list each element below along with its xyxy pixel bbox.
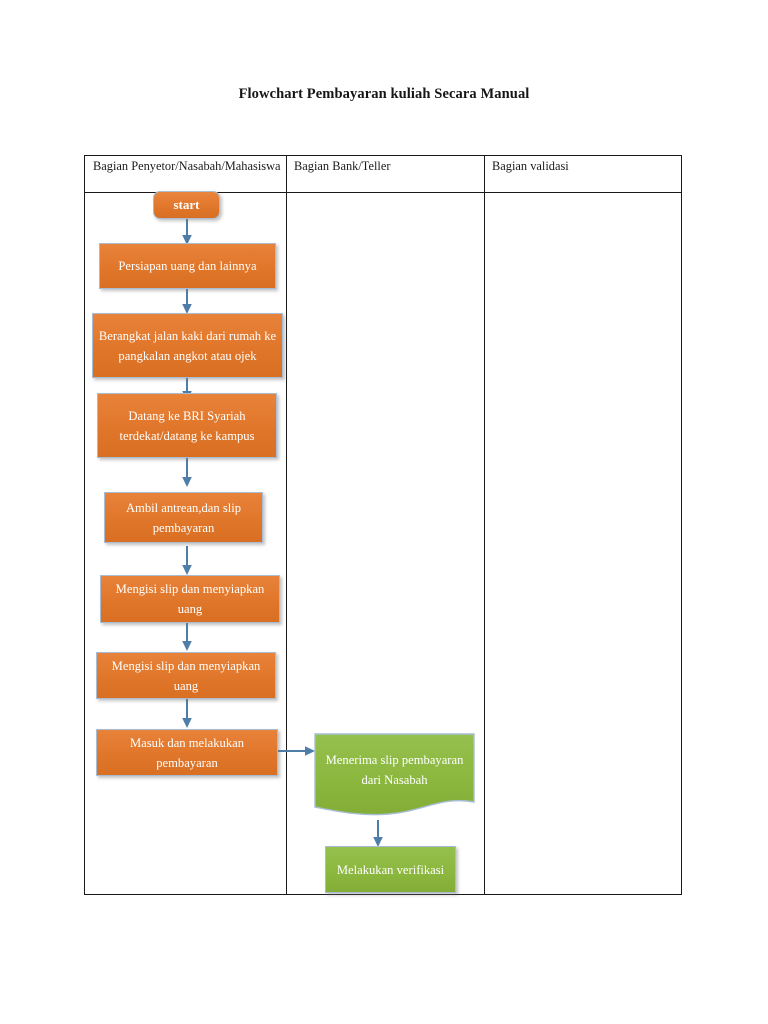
connector-datang-to-ambil-antrean	[180, 458, 194, 488]
lane-header-penyetor: Bagian Penyetor/Nasabah/Mahasiswa	[93, 159, 281, 173]
node-berangkat-label: Berangkat jalan kaki dari rumah ke pangk…	[98, 328, 277, 363]
node-datang-label: Datang ke BRI Syariah terdekat/datang ke…	[119, 408, 255, 443]
node-masuk[interactable]: Masuk dan melakukan pembayaran	[96, 729, 278, 776]
lane-divider-2	[484, 156, 486, 894]
connector-mengisi-slip-2-to-masuk	[180, 699, 194, 729]
node-ambil-antrean-label: Ambil antrean,dan slip pembayaran	[125, 500, 242, 535]
node-persiapan[interactable]: Persiapan uang dan lainnya	[99, 243, 276, 289]
node-ambil-antrean[interactable]: Ambil antrean,dan slip pembayaran	[104, 492, 263, 543]
node-datang[interactable]: Datang ke BRI Syariah terdekat/datang ke…	[97, 393, 277, 458]
node-verifikasi[interactable]: Melakukan verifikasi	[325, 846, 456, 893]
node-menerima-slip[interactable]: Menerima slip pembayaran dari Nasabah	[314, 733, 475, 821]
page-title: Flowchart Pembayaran kuliah Secara Manua…	[238, 86, 530, 102]
node-verifikasi-label: Melakukan verifikasi	[336, 862, 445, 877]
node-mengisi-slip-1[interactable]: Mengisi slip dan menyiapkan uang	[100, 575, 280, 623]
connector-menerima-slip-to-verifikasi	[371, 820, 385, 848]
connector-masuk-to-menerima-slip	[278, 744, 316, 758]
node-start-label: start	[173, 197, 200, 212]
node-persiapan-label: Persiapan uang dan lainnya	[118, 259, 257, 273]
lane-divider-1	[286, 156, 288, 894]
node-masuk-label: Masuk dan melakukan pembayaran	[129, 735, 244, 770]
connector-ambil-antrean-to-mengisi-slip-1	[180, 546, 194, 576]
node-berangkat[interactable]: Berangkat jalan kaki dari rumah ke pangk…	[92, 313, 283, 378]
lane-header-bank: Bagian Bank/Teller	[294, 159, 391, 173]
connector-mengisi-slip-1-to-mengisi-slip-2	[180, 623, 194, 652]
table-header-rule	[85, 192, 681, 194]
node-mengisi-slip-2[interactable]: Mengisi slip dan menyiapkan uang	[96, 652, 276, 699]
node-menerima-slip-label: Menerima slip pembayaran dari Nasabah	[325, 753, 464, 787]
node-mengisi-slip-1-label: Mengisi slip dan menyiapkan uang	[115, 582, 265, 616]
document-shape-icon	[314, 733, 475, 816]
lane-header-validasi: Bagian validasi	[492, 159, 569, 173]
connector-persiapan-to-berangkat	[180, 288, 194, 315]
node-start[interactable]: start	[153, 191, 220, 219]
node-mengisi-slip-2-label: Mengisi slip dan menyiapkan uang	[111, 658, 261, 693]
connector-start-to-persiapan	[180, 219, 194, 246]
swimlane-table: Bagian Penyetor/Nasabah/Mahasiswa Bagian…	[84, 155, 682, 895]
